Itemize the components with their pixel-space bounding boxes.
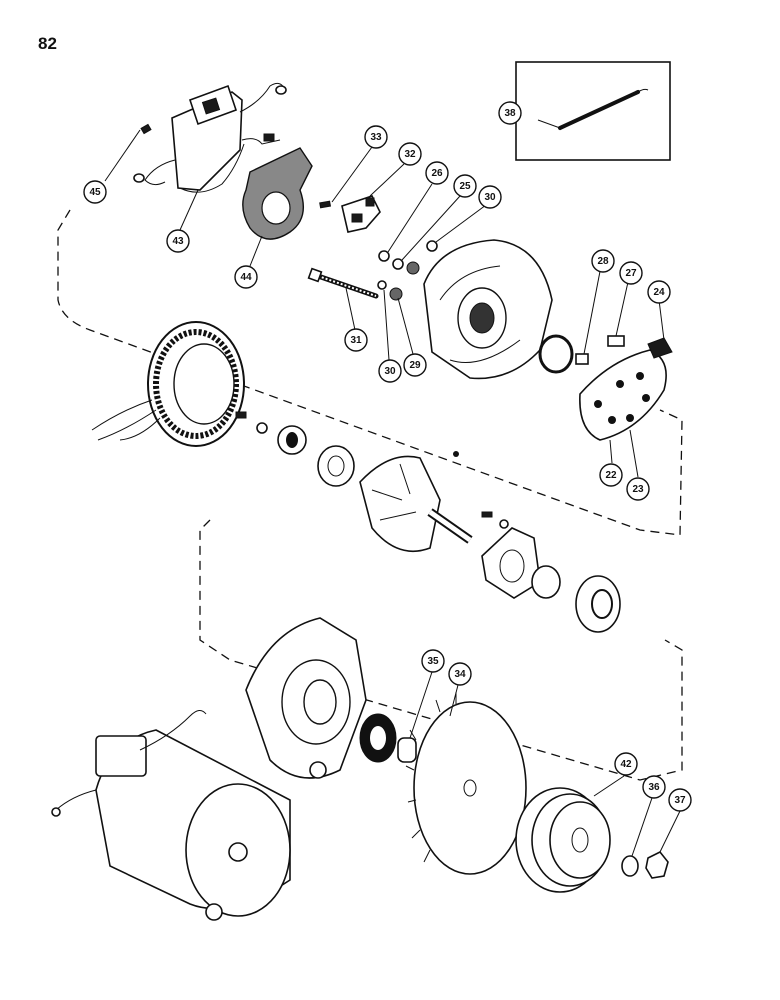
callout-label: 36	[648, 782, 660, 793]
callout-circle	[599, 463, 623, 487]
callout-37: 37	[668, 788, 692, 812]
page-number: 82	[38, 34, 57, 53]
callout-circle	[647, 280, 671, 304]
callout-circle	[378, 359, 402, 383]
stator	[91, 321, 245, 447]
callout-label: 45	[89, 187, 101, 198]
insulator-27	[607, 335, 625, 347]
callout-label: 29	[409, 360, 421, 371]
callout-circle	[83, 180, 107, 204]
drive-end-frame	[245, 617, 367, 779]
rectifier-bridge	[579, 337, 673, 441]
callout-28: 28	[591, 249, 615, 273]
callout-label: 37	[674, 795, 686, 806]
small-hardware	[377, 240, 438, 301]
callout-43: 43	[166, 229, 190, 253]
callout-circle	[626, 477, 650, 501]
callout-label: 30	[384, 366, 396, 377]
gasket	[242, 147, 313, 240]
callout-33: 33	[364, 125, 388, 149]
callout-label: 34	[454, 669, 466, 680]
callout-label: 35	[427, 656, 439, 667]
callout-38: 38	[498, 101, 522, 125]
callout-42: 42	[614, 752, 638, 776]
callout-30b: 30	[378, 359, 402, 383]
bushing-28	[575, 353, 589, 365]
callout-label: 31	[350, 335, 362, 346]
diode-trio	[341, 195, 381, 233]
callout-30a: 30	[478, 185, 502, 209]
callout-label: 43	[172, 236, 184, 247]
leader-lines	[104, 119, 681, 857]
callout-circle	[421, 649, 445, 673]
slip-ring-end-frame	[423, 239, 553, 380]
regulator	[133, 82, 287, 193]
callout-circle	[453, 174, 477, 198]
callout-circle	[668, 788, 692, 812]
callout-label: 30	[484, 192, 496, 203]
rotor	[359, 451, 473, 552]
callout-35: 35	[421, 649, 445, 673]
callout-24: 24	[647, 280, 671, 304]
callout-34: 34	[448, 662, 472, 686]
callout-27: 27	[619, 261, 643, 285]
callout-31: 31	[344, 328, 368, 352]
callout-circle	[614, 752, 638, 776]
screw-33	[319, 200, 332, 209]
seal-ring	[538, 334, 574, 374]
callout-32: 32	[398, 142, 422, 166]
callout-circle	[403, 353, 427, 377]
callout-circle	[478, 185, 502, 209]
callout-label: 44	[240, 272, 252, 283]
callout-36: 36	[642, 775, 666, 799]
callout-circle	[398, 142, 422, 166]
callouts: 45 43 44 33 32 26 25 30 31 30 29 38 28 27 24 22 23 35 34 42…	[83, 101, 692, 812]
callout-label: 33	[370, 132, 382, 143]
screw-45	[140, 123, 152, 135]
callout-label: 38	[504, 108, 516, 119]
callout-29: 29	[403, 353, 427, 377]
callout-circle	[425, 161, 449, 185]
callout-44: 44	[234, 265, 258, 289]
upper-assembly-outline	[57, 209, 683, 536]
rear-bearing-parts	[481, 511, 621, 633]
callout-45: 45	[83, 180, 107, 204]
callout-label: 27	[625, 268, 637, 279]
front-bearing-parts	[235, 411, 355, 487]
callout-23: 23	[626, 477, 650, 501]
pulley	[515, 787, 611, 893]
callout-label: 26	[431, 168, 443, 179]
assembled-alternator	[51, 710, 291, 921]
callout-26: 26	[425, 161, 449, 185]
callout-circle	[448, 662, 472, 686]
callout-label: 23	[632, 484, 644, 495]
callout-label: 25	[459, 181, 471, 192]
terminal-rod	[558, 90, 640, 130]
callout-label: 22	[605, 470, 617, 481]
nut-37	[645, 850, 669, 879]
callout-label: 42	[620, 759, 632, 770]
callout-circle	[619, 261, 643, 285]
terminal-rod-tip	[637, 88, 649, 93]
callout-25: 25	[453, 174, 477, 198]
through-bolt	[307, 267, 379, 299]
washer-36	[621, 855, 639, 877]
fan	[405, 692, 527, 875]
callout-circle	[498, 101, 522, 125]
callout-22: 22	[599, 463, 623, 487]
callout-circle	[344, 328, 368, 352]
callout-circle	[642, 775, 666, 799]
callout-circle	[364, 125, 388, 149]
lower-assembly-outline	[199, 519, 683, 781]
callout-label: 32	[404, 149, 416, 160]
callout-circle	[234, 265, 258, 289]
callout-label: 28	[597, 256, 609, 267]
callout-label: 24	[653, 287, 665, 298]
callout-circle	[166, 229, 190, 253]
callout-circle	[591, 249, 615, 273]
spacer-35	[397, 737, 417, 763]
